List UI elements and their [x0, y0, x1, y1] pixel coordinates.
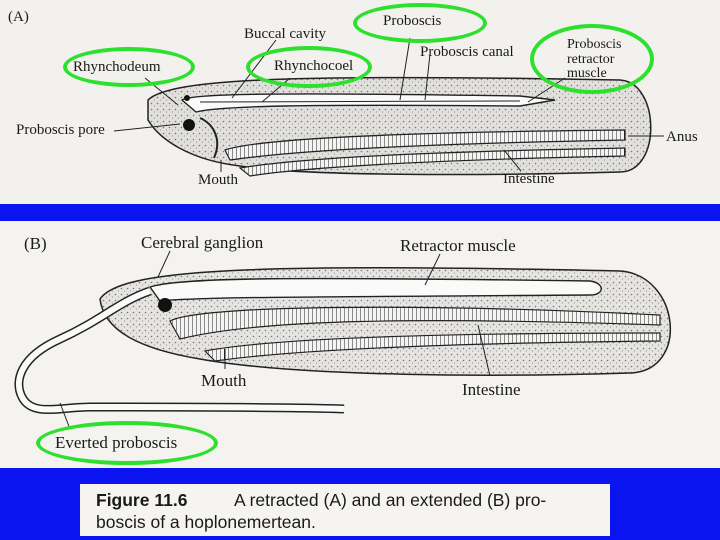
- label-intestine-b: Intestine: [462, 380, 521, 399]
- intestine-b: [169, 306, 661, 340]
- label-buccal-cavity: Buccal cavity: [244, 26, 327, 42]
- label-anus: Anus: [666, 129, 698, 145]
- worm-diagram-a: [113, 37, 664, 177]
- figure-number: Figure 11.6: [96, 490, 188, 510]
- intestine-a: [224, 129, 626, 161]
- panel-b-everted-proboscis: (B) Cerebral ganglion Retractor muscle M…: [0, 221, 720, 468]
- highlight-rhynchocoel: [246, 46, 372, 88]
- worm-diagram-b: [14, 250, 672, 430]
- proboscis-tube-a: [180, 93, 556, 113]
- highlight-proboscis-retractor-muscle: [530, 24, 654, 94]
- caption-line-1: A retracted (A) and an extended (B) pro-: [234, 490, 547, 510]
- caption-line-2: boscis of a hoplonemertean.: [96, 512, 316, 532]
- label-proboscis-canal: Proboscis canal: [420, 44, 514, 60]
- label-cerebral-ganglion: Cerebral ganglion: [141, 233, 264, 252]
- label-mouth-a: Mouth: [198, 172, 239, 188]
- label-intestine-a: Intestine: [503, 171, 555, 187]
- highlight-rhynchodeum: [63, 47, 195, 87]
- label-retractor-muscle: Retractor muscle: [400, 236, 516, 255]
- highlight-everted-proboscis: [36, 421, 218, 465]
- panel-a-retracted-proboscis: (A) Buccal cavity Proboscis Rhynchodeum …: [0, 0, 720, 204]
- label-mouth-b: Mouth: [201, 371, 247, 390]
- panel-a-tag: (A): [8, 9, 29, 25]
- figure-caption: Figure 11.6 A retracted (A) and an exten…: [80, 484, 610, 536]
- panel-b-tag: (B): [24, 234, 47, 253]
- highlight-proboscis: [353, 3, 487, 43]
- label-proboscis-pore: Proboscis pore: [16, 122, 105, 138]
